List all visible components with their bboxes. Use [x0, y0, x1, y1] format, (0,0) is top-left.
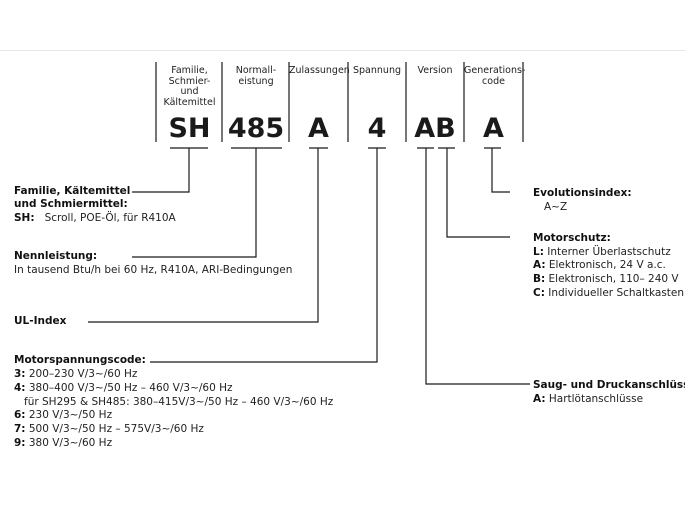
header-approvals: Zulassungen	[289, 65, 350, 76]
code-version: AB	[414, 113, 456, 144]
evolution-value: A~Z	[544, 201, 568, 213]
code-generation: A	[483, 113, 504, 144]
code-power: 485	[227, 113, 285, 144]
motor-row: A: Elektronisch, 24 V a.c.	[533, 259, 666, 271]
connections-title: Saug- und Druckanschlüsse:	[533, 379, 685, 391]
voltage-row: 9: 380 V/3~/60 Hz	[14, 437, 113, 449]
connector-motor	[446, 148, 510, 238]
motor-title: Motorschutz:	[533, 232, 611, 244]
evolution-title: Evolutionsindex:	[533, 187, 632, 199]
connector-family	[132, 148, 190, 193]
connector-ul	[88, 148, 319, 323]
motor-row: L: Interner Überlastschutz	[533, 246, 671, 258]
voltage-row: für SH295 & SH485: 380–415V/3~/50 Hz – 4…	[24, 396, 334, 408]
motor-row: B: Elektronisch, 110– 240 V	[533, 273, 679, 285]
connector-power	[132, 148, 257, 258]
connector-voltage	[150, 148, 378, 363]
motor-row: C: Individueller Schaltkasten	[533, 287, 685, 299]
voltage-title: Motorspannungscode:	[14, 354, 146, 366]
family-title: Familie, Kältemittel und Schmiermittel:	[14, 185, 131, 210]
voltage-row: 4: 380–400 V/3~/50 Hz – 460 V/3~/60 Hz	[14, 382, 233, 394]
header-generation: Generations- code	[464, 65, 526, 87]
code-approvals: A	[308, 113, 329, 144]
code-voltage: 4	[367, 113, 387, 144]
connections-row: A: Hartlötanschlüsse	[533, 393, 644, 405]
power-title: Nennleistung:	[14, 250, 98, 262]
ul-title: UL-Index	[14, 315, 67, 327]
header-voltage: Spannung	[353, 65, 401, 76]
header-power: Normall- eistung	[235, 65, 277, 87]
header-family: Familie, Schmier- und Kältemittel	[163, 65, 216, 108]
code-family: SH	[168, 113, 211, 144]
top-divider	[0, 50, 685, 51]
power-text: In tausend Btu/h bei 60 Hz, R410A, ARI-B…	[14, 264, 293, 276]
header-version: Version	[417, 65, 453, 76]
voltage-row: 3: 200–230 V/3~/60 Hz	[14, 368, 138, 380]
connector-evolution	[491, 148, 510, 193]
voltage-row: 7: 500 V/3~/50 Hz – 575V/3~/60 Hz	[14, 423, 204, 435]
voltage-row: 6: 230 V/3~/50 Hz	[14, 409, 113, 421]
connector-connections	[425, 148, 530, 385]
family-entry: SH: Scroll, POE-Öl, für R410A	[14, 212, 176, 224]
